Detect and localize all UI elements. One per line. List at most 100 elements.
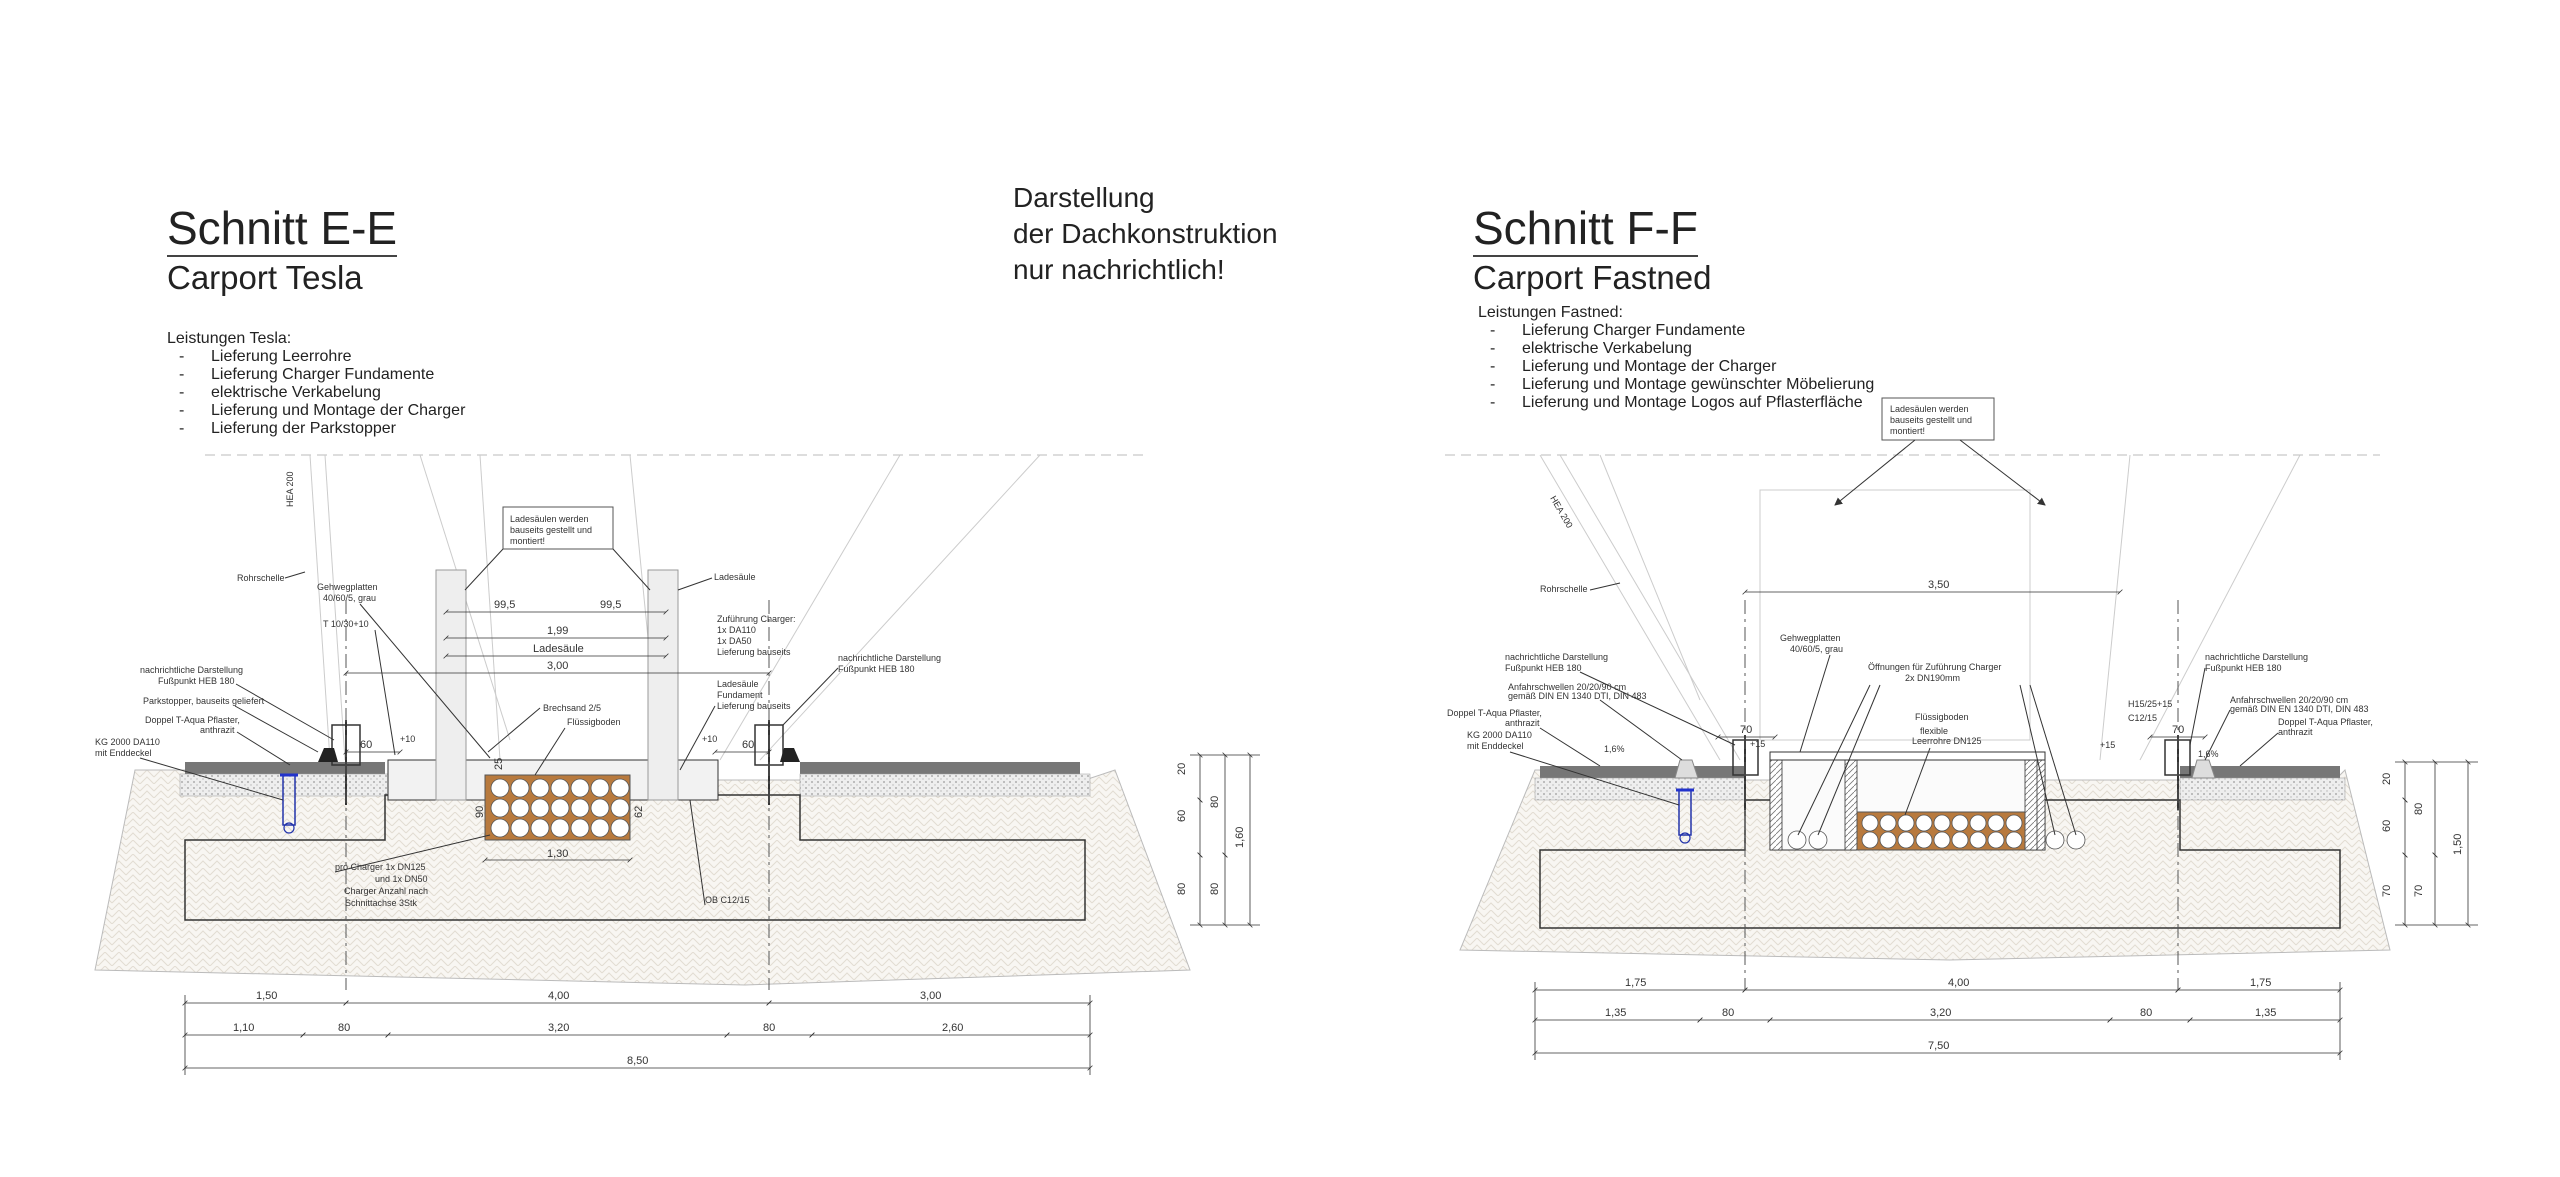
left-scope: Leistungen Tesla: Lieferung Leerrohre Li… <box>167 330 465 438</box>
hea-label: HEA 200 <box>285 471 295 507</box>
dim-label: 8,50 <box>627 1055 648 1067</box>
hea-label: HEA 200 <box>1548 494 1574 530</box>
label: Ladesäule <box>717 679 759 689</box>
soil <box>94 769 1191 986</box>
dim-label: 60 <box>2381 820 2393 832</box>
label: 1,6% <box>1604 744 1625 754</box>
dim-label: 1,30 <box>547 848 568 860</box>
label: +10 <box>702 734 717 744</box>
trench-pipes <box>1787 830 2086 850</box>
label: anthrazit <box>1505 718 1540 728</box>
dim-label: 80 <box>1209 796 1221 808</box>
left-bottom-dims <box>182 995 1093 1075</box>
roof-note-line: der Dachkonstruktion <box>1013 218 1278 249</box>
left-subtitle: Carport Tesla <box>167 259 363 296</box>
box-text: bauseits gestellt und <box>510 525 592 535</box>
label: KG 2000 DA110 <box>1467 730 1532 740</box>
label: Parkstopper, bauseits geliefert <box>143 696 265 706</box>
label: Charger Anzahl nach <box>344 886 428 896</box>
label: gemäß DIN EN 1340 DTI, DIN 483 <box>1508 691 1647 701</box>
dim-label: 7,50 <box>1928 1040 1949 1052</box>
label: Rohrschelle <box>237 573 285 583</box>
paving-left <box>1540 766 1745 778</box>
dim-label: 4,00 <box>1948 977 1969 989</box>
label: 40/60/5, grau <box>323 593 376 603</box>
roof-construction <box>1539 454 2301 761</box>
label: T 10/30+10 <box>323 619 369 629</box>
label: Anfahrschwellen 20/20/90 cm <box>1508 682 1626 692</box>
dim-label: 90 <box>474 806 486 818</box>
right-scope-heading: Leistungen Fastned: <box>1478 304 1623 321</box>
note-box <box>502 506 614 550</box>
list-item: Lieferung der Parkstopper <box>167 420 465 438</box>
label: anthrazit <box>2278 727 2313 737</box>
label: nachrichtliche Darstellung <box>838 653 941 663</box>
label: Zuführung Charger: <box>717 614 796 624</box>
dim-label: 25 <box>493 758 505 770</box>
list-item: Lieferung und Montage der Charger <box>1478 358 1874 376</box>
list-item: Lieferung Charger Fundamente <box>167 366 465 384</box>
right-vertical-dims <box>2395 759 2478 928</box>
list-item: Lieferung und Montage gewünschter Möbeli… <box>1478 376 1874 394</box>
label: Doppel T-Aqua Pflaster, <box>2278 717 2373 727</box>
left-vertical-dims <box>1190 752 1260 928</box>
dim-label: 80 <box>1722 1007 1734 1019</box>
list-item: elektrische Verkabelung <box>1478 340 1874 358</box>
dim-label: 1,50 <box>256 990 277 1002</box>
roof-note: Darstellung der Dachkonstruktion nur nac… <box>1013 180 1278 288</box>
label: Doppel T-Aqua Pflaster, <box>1447 708 1542 718</box>
label: OB C12/15 <box>705 895 750 905</box>
right-subtitle: Carport Fastned <box>1473 259 1712 296</box>
dim-label: 2,60 <box>942 1022 963 1034</box>
label: 2x DN190mm <box>1905 673 1960 683</box>
cable-ducts <box>490 778 630 838</box>
base-left <box>1534 777 1746 801</box>
foundation <box>1539 799 2341 929</box>
label: 40/60/5, grau <box>1790 644 1843 654</box>
box-text: Ladesäulen werden <box>510 514 589 524</box>
label: +15 <box>2100 740 2115 750</box>
parkstopper-right <box>780 748 800 762</box>
dim-label: 99,5 <box>600 599 621 611</box>
label: Rohrschelle <box>1540 584 1588 594</box>
label: +15 <box>1750 739 1765 749</box>
right-title: Schnitt F-F <box>1473 205 1698 257</box>
dim-label: 1,35 <box>1605 1007 1626 1019</box>
list-item: Lieferung Leerrohre <box>167 348 465 366</box>
label: Gehwegplatten <box>317 582 378 592</box>
dim-label: 1,50 <box>2452 834 2464 855</box>
dim-label: 62 <box>633 806 645 818</box>
label: Flüssigboden <box>567 717 621 727</box>
label: Anfahrschwellen 20/20/90 cm <box>2230 695 2348 705</box>
charger-post-left <box>435 569 467 801</box>
right-scope: Leistungen Fastned: Lieferung Charger Fu… <box>1478 304 1874 412</box>
base-right <box>2179 777 2346 801</box>
right-scope-list: Lieferung Charger Fundamente elektrische… <box>1478 322 1874 412</box>
dim-label: 3,00 <box>920 990 941 1002</box>
label: +10 <box>400 734 415 744</box>
dim-label: 70 <box>2413 885 2425 897</box>
dim-label: 80 <box>763 1022 775 1034</box>
box-text: montiert! <box>510 536 545 546</box>
label: mit Enddeckel <box>95 748 152 758</box>
label: gemäß DIN EN 1340 DTI, DIN 483 <box>2230 704 2369 714</box>
paving-right <box>800 762 1080 774</box>
label: Schnittachse 3Stk <box>345 898 418 908</box>
box-text: montiert! <box>1890 426 1925 436</box>
box-text: bauseits gestellt und <box>1890 415 1972 425</box>
label: Öffnungen für Zuführung Charger <box>1868 662 2001 672</box>
dim-label: 1,75 <box>2250 977 2271 989</box>
foundation <box>184 794 1086 921</box>
list-item: Lieferung und Montage der Charger <box>167 402 465 420</box>
dim-label: 80 <box>338 1022 350 1034</box>
label: C12/15 <box>2128 713 2157 723</box>
label: Fußpunkt HEB 180 <box>158 676 235 686</box>
label: Flüssigboden <box>1915 712 1969 722</box>
dim-label: 60 <box>360 739 372 751</box>
dim-label: 20 <box>2381 773 2393 785</box>
left-scope-heading: Leistungen Tesla: <box>167 330 292 347</box>
dim-label: 60 <box>1176 810 1188 822</box>
dim-label: Ladesäule <box>533 643 584 655</box>
label: pro Charger 1x DN125 <box>335 862 426 872</box>
label: und 1x DN50 <box>375 874 428 884</box>
